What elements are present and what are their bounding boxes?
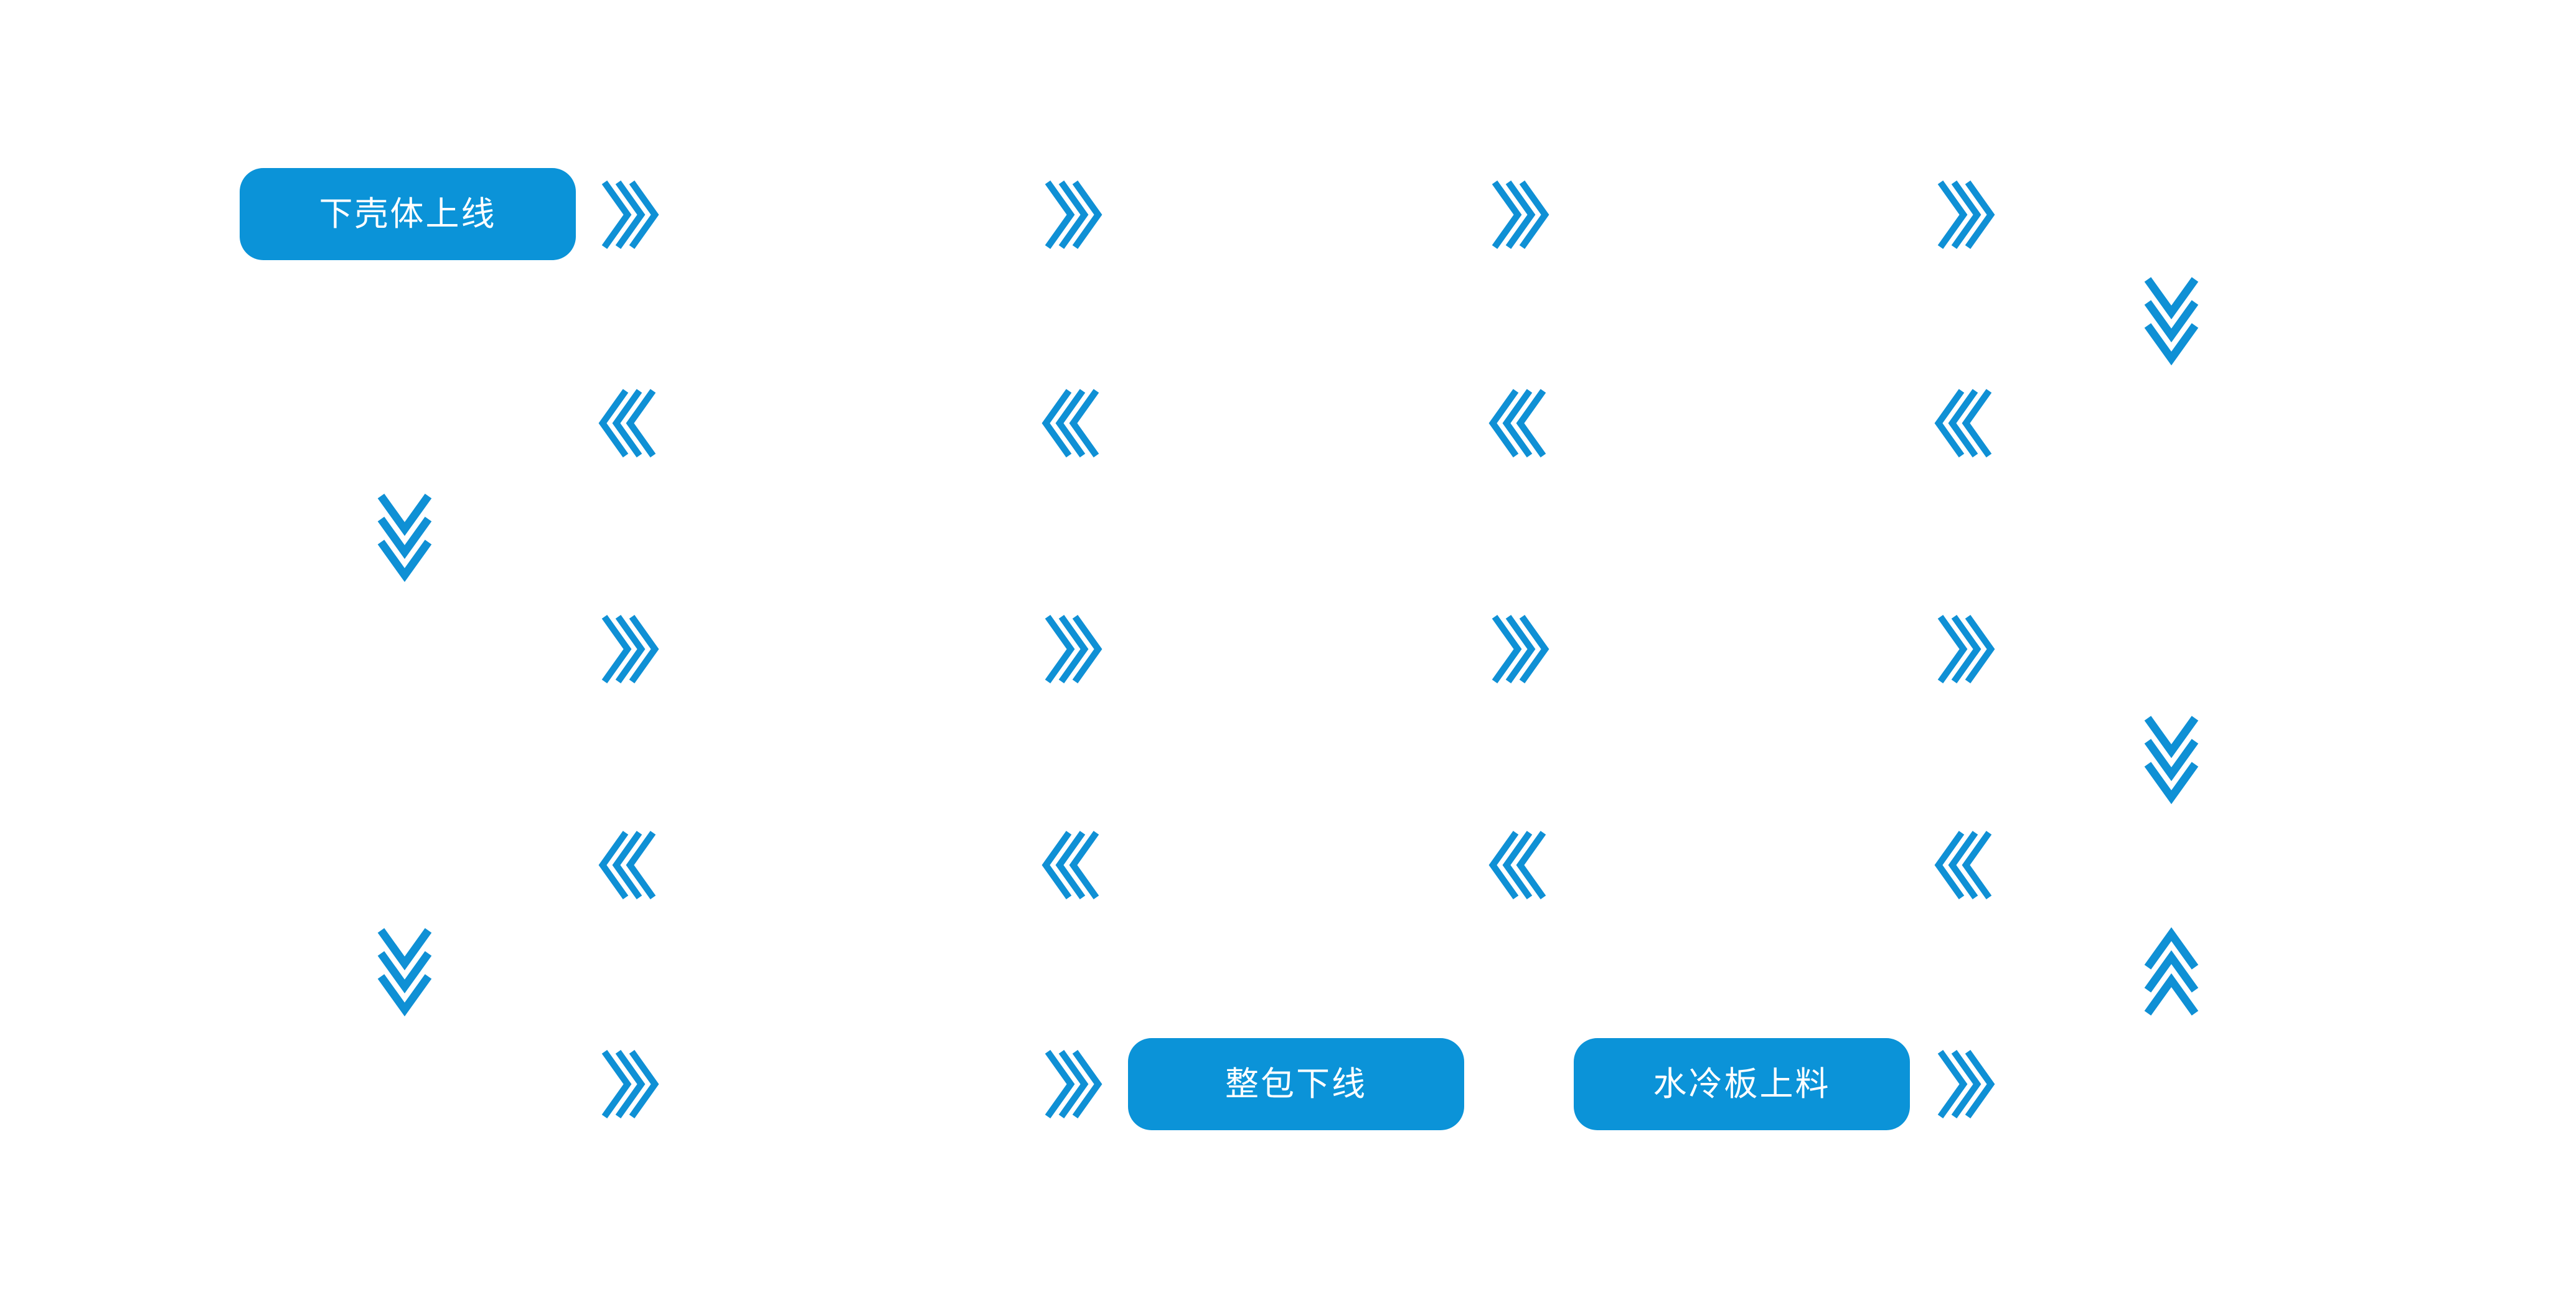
chevron-right-icon <box>601 614 659 684</box>
chevron-left-icon <box>1488 830 1546 900</box>
chevron-left-icon <box>1488 388 1546 458</box>
chevron-right-icon <box>1045 1049 1102 1119</box>
flow-node-label: 整包下线 <box>1225 1065 1367 1103</box>
flow-node-full-pack-offline: 整包下线 <box>1128 1038 1464 1130</box>
chevron-down-icon <box>377 928 432 1017</box>
chevron-right-icon <box>1045 614 1102 684</box>
chevron-right-icon <box>1492 180 1549 250</box>
chevron-down-icon <box>2144 716 2199 805</box>
chevron-left-icon <box>1041 830 1099 900</box>
chevron-right-icon <box>1937 1049 1995 1119</box>
chevron-right-icon <box>1045 180 1102 250</box>
chevron-down-icon <box>2144 277 2199 366</box>
chevron-left-icon <box>1934 388 1992 458</box>
chevron-left-icon <box>598 388 656 458</box>
chevron-down-icon <box>377 494 432 583</box>
chevron-right-icon <box>1937 180 1995 250</box>
chevron-right-icon <box>1937 614 1995 684</box>
flow-node-water-cooling-plate-loading: 水冷板上料 <box>1574 1038 1910 1130</box>
chevron-right-icon <box>1492 614 1549 684</box>
chevron-left-icon <box>1041 388 1099 458</box>
flow-node-label: 水冷板上料 <box>1653 1065 1831 1103</box>
flow-node-lower-shell-online: 下壳体上线 <box>240 168 576 260</box>
chevron-up-icon <box>2144 927 2199 1016</box>
chevron-right-icon <box>601 1049 659 1119</box>
chevron-right-icon <box>601 180 659 250</box>
chevron-left-icon <box>1934 830 1992 900</box>
chevron-left-icon <box>598 830 656 900</box>
flow-node-label: 下壳体上线 <box>319 195 497 233</box>
